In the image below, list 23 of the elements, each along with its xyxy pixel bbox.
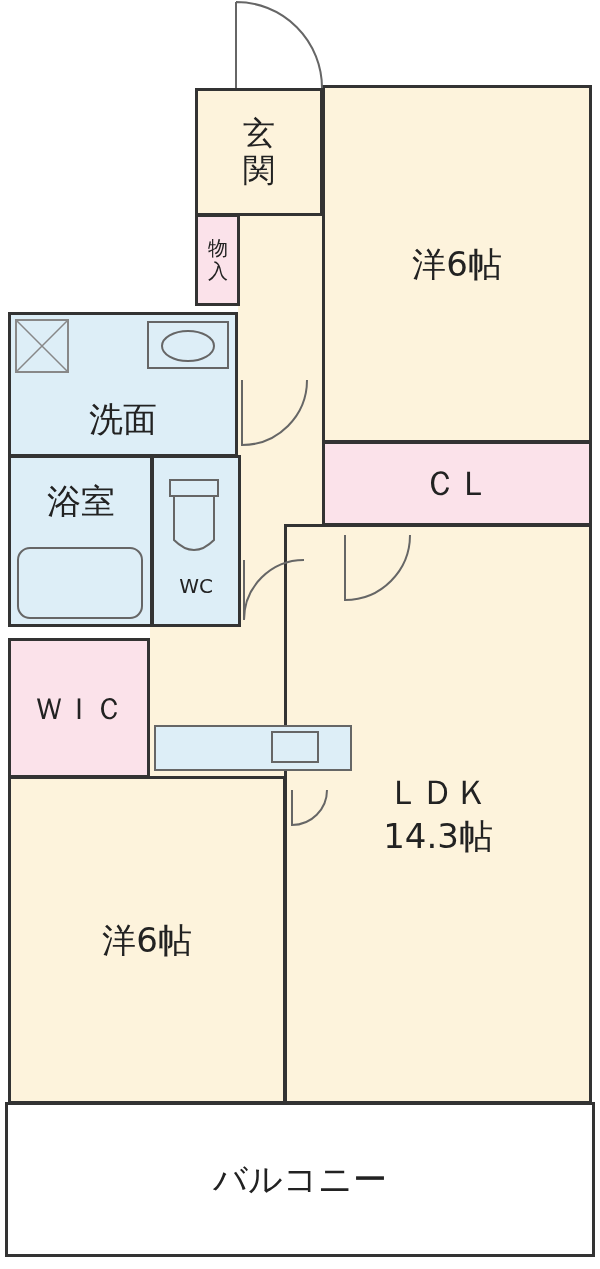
room-label: バルコニー (213, 1158, 387, 1202)
room-label: 洗面 (89, 398, 157, 442)
room-area (8, 776, 286, 1104)
room-area (195, 88, 323, 216)
room-area (195, 214, 240, 306)
room-area (8, 312, 238, 457)
room-label: 洋6帖 (412, 242, 502, 286)
room-label: WC (179, 573, 213, 599)
room-label: 玄関 (242, 115, 276, 189)
room-area (284, 524, 592, 1104)
room-area (8, 638, 150, 778)
room-label: ＬＤＫ (387, 770, 489, 814)
room-label: ＷＩＣ (34, 689, 124, 728)
room-label: 物入 (207, 237, 228, 283)
room-area (5, 1102, 595, 1257)
room-area (322, 85, 592, 443)
room-area (151, 455, 241, 627)
room-label: 14.3帖 (383, 815, 493, 858)
room-area (8, 455, 153, 627)
room-area (322, 441, 592, 526)
room-label: 洋6帖 (102, 918, 192, 962)
room-label: 浴室 (46, 479, 115, 523)
room-label: ＣＬ (423, 462, 491, 506)
